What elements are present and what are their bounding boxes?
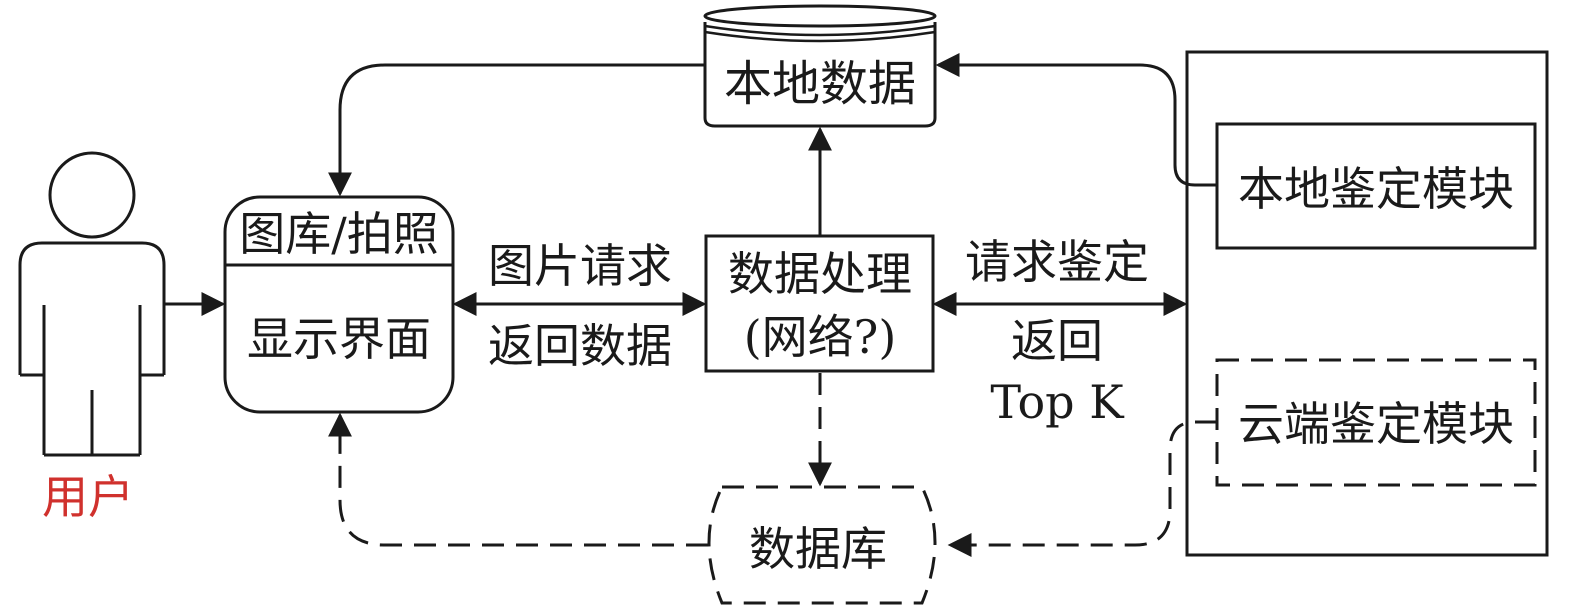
edge-localdata-to-ui — [328, 63, 705, 197]
edge-label-return-data: 返回数据 — [488, 319, 672, 373]
edge-database-to-ui — [328, 412, 708, 547]
user-label: 用户 — [42, 470, 134, 524]
edge-label-image-request: 图片请求 — [488, 239, 672, 293]
user-icon — [18, 151, 166, 457]
edge-label-top-k: Top K — [990, 375, 1125, 429]
database-label: 数据库 — [749, 522, 887, 576]
ui-box-header: 图库/拍照 — [239, 207, 439, 261]
cloud-module-label: 云端鉴定模块 — [1238, 397, 1514, 451]
processing-line2: (网络?) — [744, 310, 897, 364]
local-data-cylinder — [703, 4, 937, 128]
edge-label-request-identify: 请求鉴定 — [965, 235, 1149, 289]
ui-box-body: 显示界面 — [247, 312, 431, 366]
module-panel — [1185, 50, 1549, 557]
edge-cloudmodule-to-database — [947, 420, 1217, 557]
edge-label-return: 返回 — [1011, 314, 1103, 368]
processing-line1: 数据处理 — [728, 247, 912, 301]
local-data-label: 本地数据 — [724, 56, 916, 112]
local-module-label: 本地鉴定模块 — [1238, 162, 1514, 216]
edge-localmodule-to-localdata — [935, 53, 1217, 187]
database-shape — [707, 485, 937, 605]
